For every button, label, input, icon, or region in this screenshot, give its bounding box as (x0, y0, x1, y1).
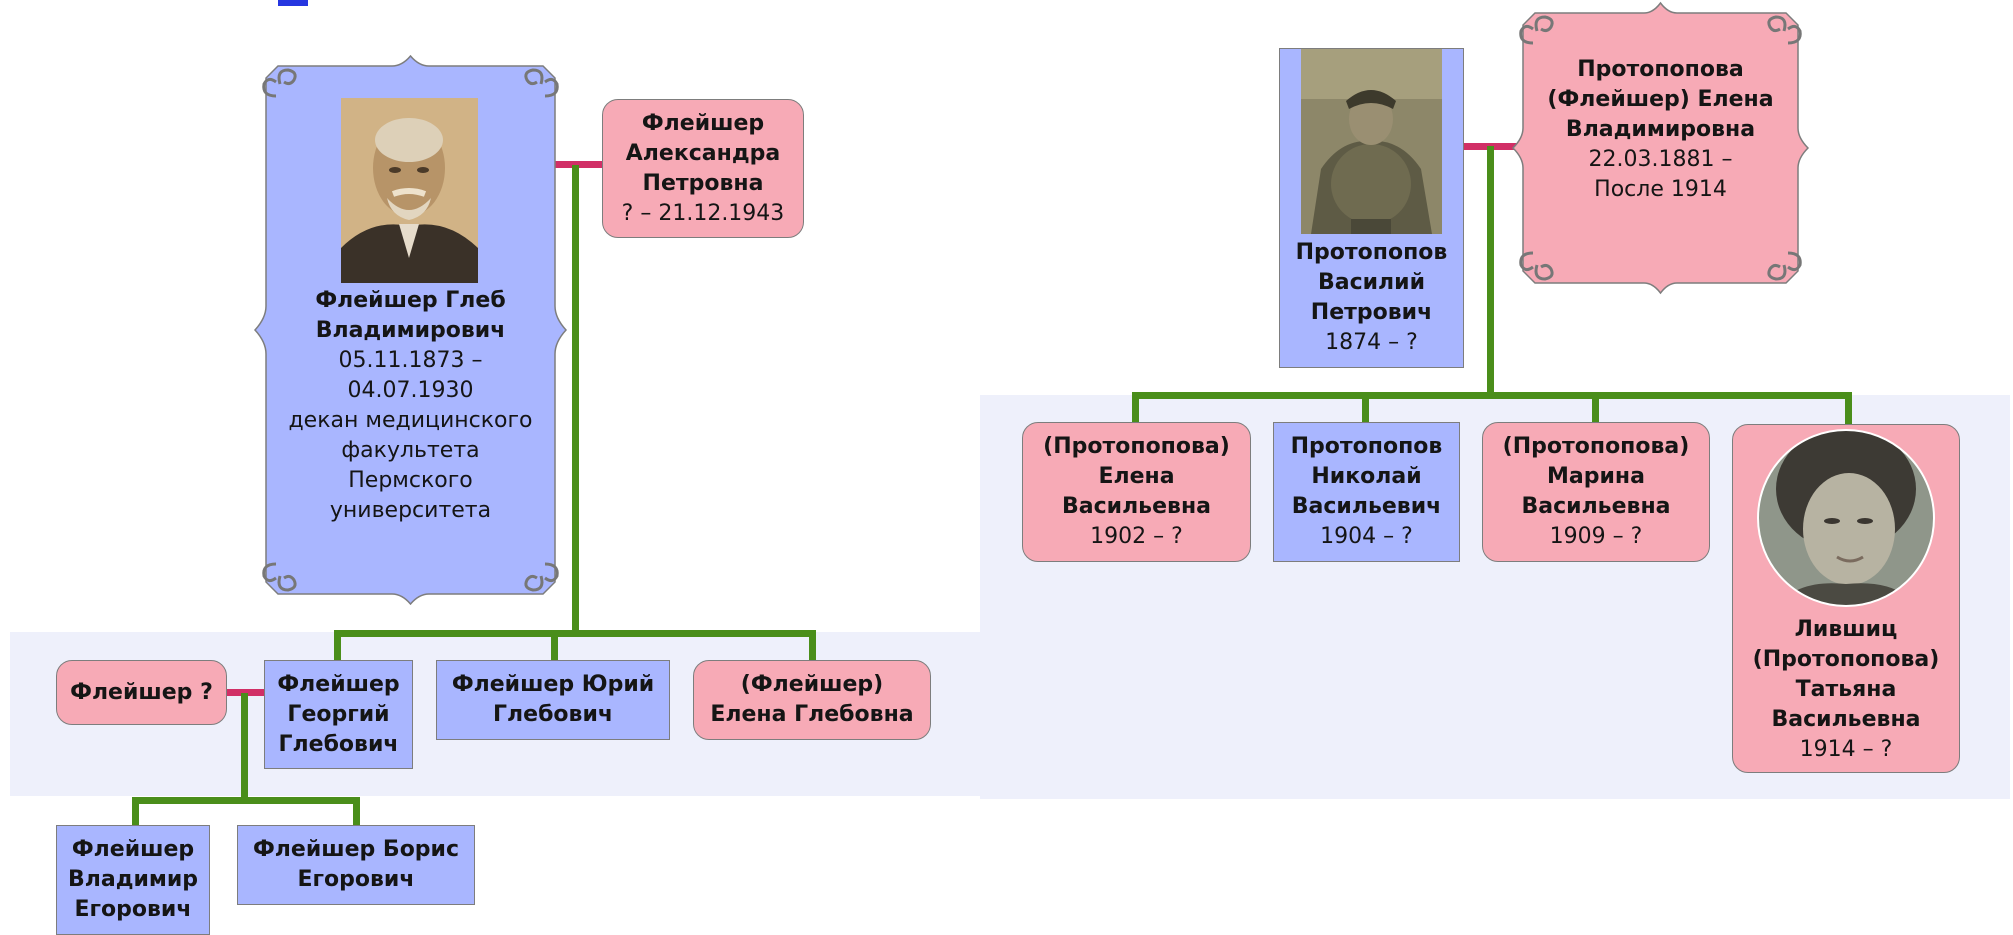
person-card-tatyana[interactable]: Лившиц (Протопопова) Татьяна Васильевна … (1732, 424, 1960, 773)
person-name: Протопопова (Флейшер) Елена Владимировна (1547, 57, 1774, 142)
child-drop-line (353, 797, 360, 826)
person-name: Протопопов Николай Васильевич (1290, 434, 1443, 519)
person-text: Флейшер Глеб Владимирович 05.11.1873 – 0… (276, 286, 545, 526)
person-text: Протопопова (Флейшер) Елена Владимировна… (1533, 55, 1788, 205)
person-card-elena-glebovna[interactable]: (Флейшер) Елена Глебовна (693, 660, 931, 740)
person-card-georgiy[interactable]: Флейшер Георгий Глебович (264, 660, 413, 769)
title-fragment (278, 0, 308, 6)
person-name: (Протопопова) Елена Васильевна (1043, 434, 1230, 519)
person-name: Протопопов Василий Петрович (1295, 240, 1448, 325)
person-card-boris[interactable]: Флейшер Борис Егорович (237, 825, 475, 905)
person-name: Флейшер Владимир Егорович (67, 837, 199, 922)
child-drop-line (1845, 392, 1852, 427)
person-note: декан медицинского факультета Пермского … (288, 408, 533, 523)
sibling-line (334, 630, 816, 637)
person-dates: 1904 – ? (1320, 524, 1413, 549)
portrait-photo (341, 98, 478, 283)
person-card-marina[interactable]: (Протопопова) Марина Васильевна 1909 – ? (1482, 422, 1710, 562)
person-dates: 1874 – ? (1325, 330, 1418, 355)
child-drop-line (334, 630, 341, 660)
person-dates: 1914 – ? (1799, 737, 1893, 762)
descent-line (572, 165, 579, 635)
child-drop-line (809, 630, 816, 660)
person-name: Флейшер ? (70, 679, 213, 705)
descent-line (1487, 146, 1494, 395)
child-drop-line (551, 630, 558, 660)
child-drop-line (132, 797, 139, 826)
ornate-frame (253, 54, 568, 606)
portrait-photo (1757, 429, 1935, 607)
ornate-frame (1511, 1, 1810, 295)
person-name: Флейшер Борис Егорович (252, 837, 460, 892)
child-drop-line (1362, 392, 1369, 422)
person-name: Флейшер Глеб Владимирович (315, 288, 506, 343)
marriage-line (226, 689, 266, 696)
person-name: (Протопопова) Марина Васильевна (1502, 434, 1690, 519)
person-card-elena-vladimirovna[interactable]: Протопопова (Флейшер) Елена Владимировна… (1509, 1, 1812, 295)
person-name: Флейшер Юрий Глебович (451, 672, 655, 727)
person-card-nikolay[interactable]: Протопопов Николай Васильевич 1904 – ? (1273, 422, 1460, 562)
child-drop-line (1592, 392, 1599, 422)
person-dates: ? – 21.12.1943 (621, 200, 785, 226)
descent-line (241, 693, 248, 800)
person-text: Лившиц (Протопопова) Татьяна Васильевна … (1739, 615, 1954, 765)
person-name: Флейшер Александра Петровна (625, 110, 781, 196)
person-name: Флейшер Георгий Глебович (277, 671, 400, 757)
marriage-line (550, 161, 602, 168)
person-name: (Флейшер) Елена Глебовна (710, 672, 914, 727)
person-card-yuriy[interactable]: Флейшер Юрий Глебович (436, 660, 670, 740)
portrait-photo (1301, 49, 1442, 234)
child-drop-line (1132, 392, 1139, 422)
person-dates: 22.03.1881 – После 1914 (1588, 147, 1733, 202)
person-card-gleb[interactable]: Флейшер Глеб Владимирович 05.11.1873 – 0… (252, 54, 569, 606)
person-card-fleisher-unknown[interactable]: Флейшер ? (56, 660, 227, 725)
person-dates: 05.11.1873 – 04.07.1930 (338, 348, 483, 403)
sibling-line (1132, 392, 1852, 399)
person-card-vladimir[interactable]: Флейшер Владимир Егорович (56, 825, 210, 935)
person-text: Протопопов Василий Петрович 1874 – ? (1292, 238, 1452, 358)
person-dates: 1902 – ? (1090, 524, 1183, 549)
person-card-aleksandra[interactable]: Флейшер Александра Петровна ? – 21.12.19… (602, 99, 804, 238)
person-card-elena-vasilyevna[interactable]: (Протопопова) Елена Васильевна 1902 – ? (1022, 422, 1251, 562)
person-name: Лившиц (Протопопова) Татьяна Васильевна (1752, 617, 1940, 732)
person-dates: 1909 – ? (1549, 524, 1643, 549)
person-card-vasiliy[interactable]: Протопопов Василий Петрович 1874 – ? (1279, 48, 1464, 368)
sibling-line (132, 797, 360, 804)
